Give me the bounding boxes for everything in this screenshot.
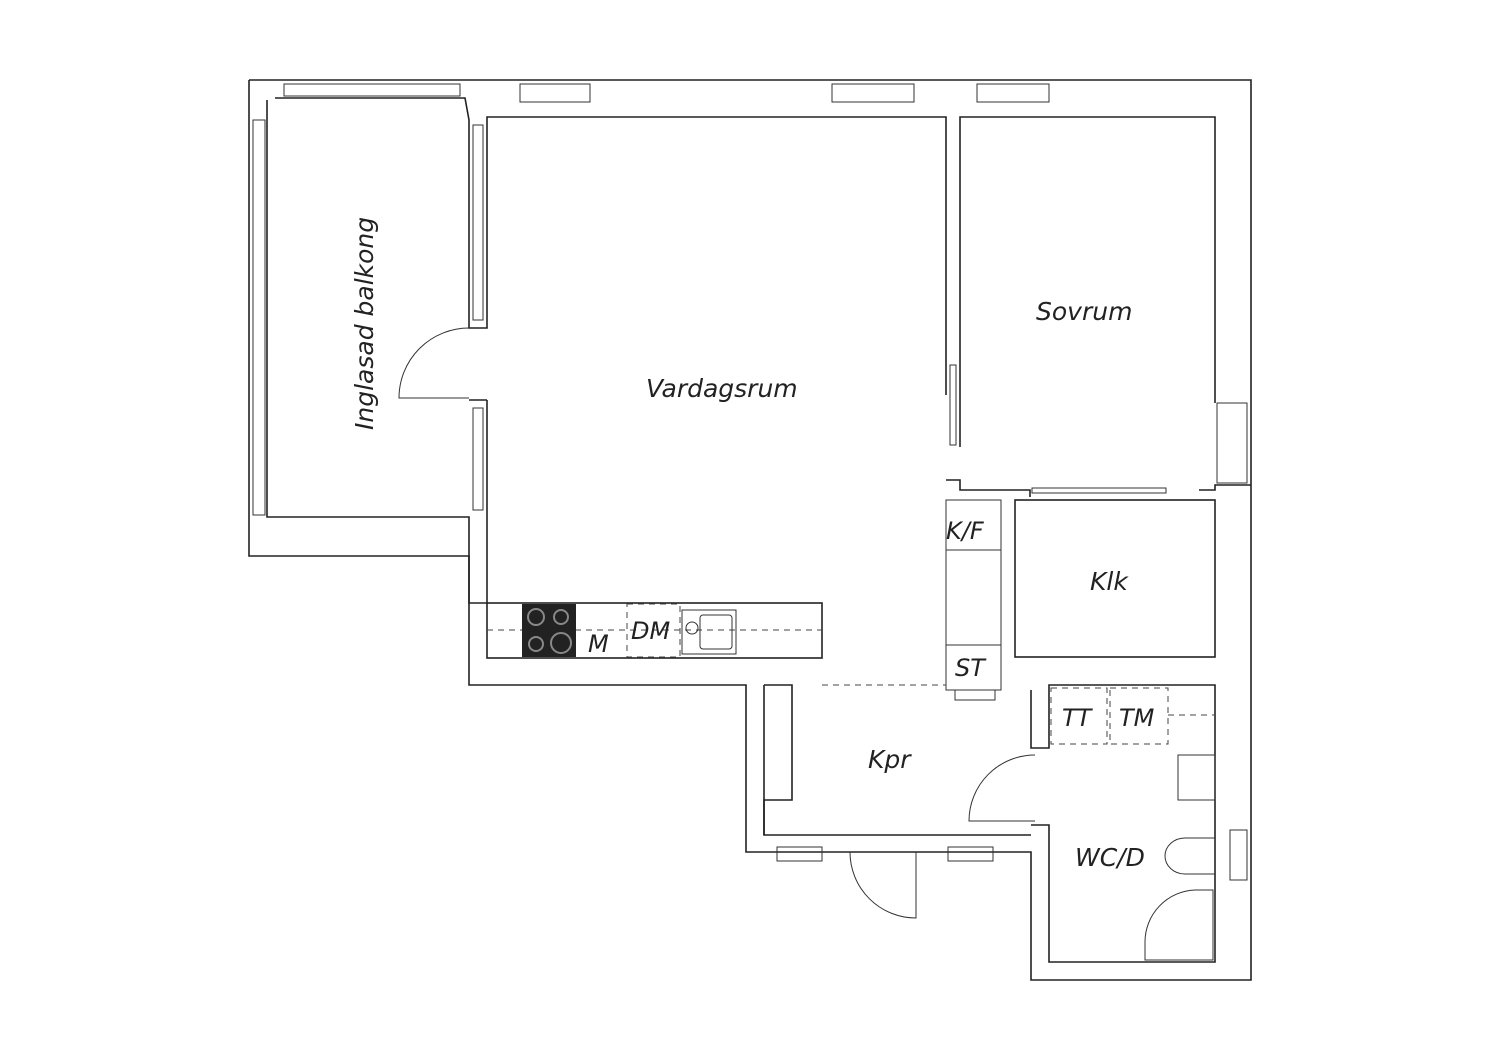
stove-burner-icon <box>528 636 544 652</box>
room-label-hall: Kpr <box>868 745 912 774</box>
stove-burner-icon <box>527 608 545 626</box>
hall-wall <box>763 684 1031 836</box>
label-dishwasher: DM <box>631 617 670 645</box>
outer-wall <box>248 79 1252 981</box>
label-microwave: M <box>588 630 609 658</box>
window <box>472 124 484 321</box>
balcony-door <box>398 327 470 399</box>
window <box>831 83 915 103</box>
room-label-bedroom: Sovrum <box>1036 297 1132 326</box>
dishwasher-slot <box>626 603 681 658</box>
threshold <box>954 689 996 701</box>
toilet-icon <box>1164 837 1215 875</box>
window <box>1216 402 1248 484</box>
stove-burner-icon <box>553 609 569 625</box>
label-dryer: TT <box>1062 704 1094 732</box>
window <box>519 83 591 103</box>
label-washer: TM <box>1119 704 1155 732</box>
bathroom-wall <box>1030 684 1216 963</box>
window <box>776 846 823 862</box>
label-fridge-freezer: K/F <box>946 517 985 545</box>
stove-burner-icon <box>550 632 572 654</box>
window <box>252 119 266 516</box>
room-label-living: Vardagsrum <box>646 374 798 403</box>
closet-room <box>1014 499 1216 658</box>
balcony-wall-lower <box>266 100 488 604</box>
bedroom-wall <box>959 116 1216 447</box>
sink-basin <box>699 614 733 650</box>
window <box>472 407 484 511</box>
window <box>1229 829 1248 881</box>
entrance-door <box>849 851 917 919</box>
sink-drain <box>685 621 699 635</box>
room-label-balcony: Inglasad balkong <box>350 217 379 430</box>
washer-slot <box>1109 687 1169 745</box>
label-storage: ST <box>955 654 987 682</box>
sliding-door <box>1031 487 1167 494</box>
window <box>976 83 1050 103</box>
sliding-door <box>949 364 957 446</box>
balcony-wall <box>275 97 947 395</box>
sink-icon <box>681 609 737 655</box>
window <box>283 83 461 97</box>
room-label-closet: Klk <box>1090 567 1129 596</box>
dryer-slot <box>1050 687 1108 745</box>
window <box>947 846 994 862</box>
room-label-bathroom: WC/D <box>1075 843 1145 872</box>
shower-icon <box>1144 889 1214 961</box>
closet-wall <box>946 479 1031 497</box>
bathroom-door <box>968 754 1036 822</box>
bathroom-sink-icon <box>1177 754 1216 801</box>
wall <box>1199 484 1251 491</box>
